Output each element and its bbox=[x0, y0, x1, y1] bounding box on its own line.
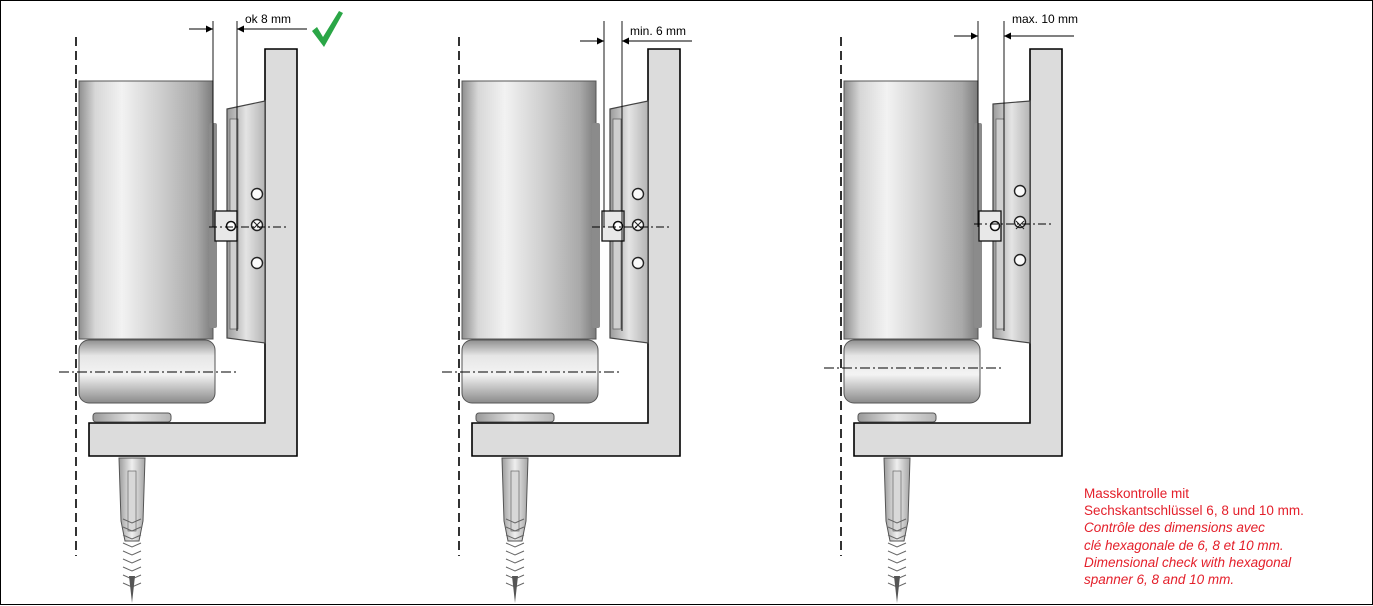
note-de-line-2: Sechskantschlüssel 6, 8 und 10 mm. bbox=[1084, 503, 1304, 519]
spanner-bolt-icon bbox=[225, 220, 237, 232]
sensor-housing bbox=[78, 80, 214, 340]
base-plate bbox=[92, 412, 172, 423]
wall-anchor-screw bbox=[501, 457, 529, 603]
dimension-label-max: max. 10 mm bbox=[1012, 12, 1078, 26]
screw-icon bbox=[631, 256, 645, 270]
wall-anchor-screw bbox=[883, 457, 911, 603]
note-en-line-2: spanner 6, 8 and 10 mm. bbox=[1084, 572, 1235, 588]
note-de-line-1: Masskontrolle mit bbox=[1084, 486, 1190, 501]
screw-icon bbox=[1013, 184, 1027, 198]
dimension-label-min: min. 6 mm bbox=[630, 24, 686, 38]
mounting-bracket bbox=[471, 48, 681, 457]
base-plate bbox=[475, 412, 555, 423]
sensor-mount-cylinder bbox=[843, 339, 981, 404]
note-fr-line-2: clé hexagonale de 6, 8 et 10 mm. bbox=[1084, 537, 1284, 553]
dimensional-check-note: Masskontrolle mit Sechskantschlüssel 6, … bbox=[1084, 485, 1369, 588]
mounting-bracket bbox=[853, 48, 1063, 457]
note-fr-line-1: Contrôle des dimensions avec bbox=[1084, 520, 1265, 536]
sensor-lens-ring bbox=[592, 123, 600, 328]
base-plate bbox=[857, 412, 937, 423]
screw-icon bbox=[250, 256, 264, 270]
screw-icon bbox=[250, 187, 264, 201]
sensor-housing bbox=[843, 80, 979, 340]
wall-anchor-screw bbox=[118, 457, 146, 603]
mounting-bracket bbox=[88, 48, 298, 457]
sensor-mount-cylinder bbox=[78, 339, 216, 404]
checkmark-icon bbox=[309, 9, 345, 49]
spanner-bolt-icon bbox=[989, 220, 1001, 232]
installation-panel-max: max. 10 mm bbox=[824, 12, 1078, 603]
adjust-screw-icon bbox=[1013, 215, 1027, 229]
sensor-housing bbox=[461, 80, 597, 340]
note-en-line-1: Dimensional check with hexagonal bbox=[1084, 554, 1292, 570]
installation-panel-min: min. 6 mm bbox=[442, 21, 692, 603]
sensor-mount-cylinder bbox=[461, 339, 599, 404]
spanner-bolt-icon bbox=[612, 220, 624, 232]
dimension-label-ok: ok 8 mm bbox=[245, 12, 291, 26]
installation-panel-ok: ok 8 mm bbox=[59, 12, 307, 603]
screw-icon bbox=[631, 187, 645, 201]
screw-icon bbox=[1013, 253, 1027, 267]
